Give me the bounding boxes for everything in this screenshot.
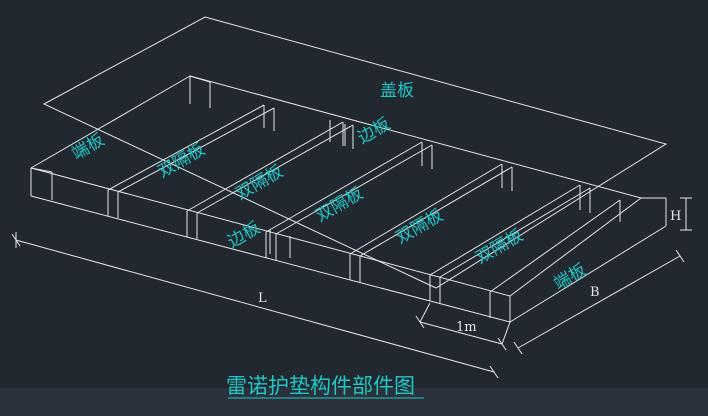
dimension-height-label: H bbox=[670, 209, 681, 224]
label-partition-4: 双隔板 bbox=[393, 206, 447, 249]
label-lid: 盖板 bbox=[380, 81, 414, 101]
box-right-bottom-edge bbox=[509, 225, 667, 323]
partition-2 bbox=[186, 121, 354, 239]
partition-1 bbox=[107, 104, 275, 218]
bottom-toolbar-strip bbox=[0, 388, 708, 416]
partition-3 bbox=[265, 141, 433, 260]
dimension-cell bbox=[415, 302, 511, 351]
label-partition-5: 双隔板 bbox=[473, 226, 527, 269]
dimension-width-label: B bbox=[590, 285, 600, 300]
partition-5 bbox=[429, 184, 591, 303]
label-partition-1: 双隔板 bbox=[155, 140, 209, 183]
box-back-top-edge bbox=[189, 75, 642, 199]
box-inner-back-edge bbox=[189, 75, 211, 83]
dimension-cell-label: 1m bbox=[456, 320, 477, 335]
dimension-height bbox=[680, 197, 692, 231]
box-right-top-edge bbox=[509, 197, 642, 297]
box-left-top-edge bbox=[30, 75, 191, 169]
label-side-back: 边板 bbox=[355, 114, 394, 148]
box-left-inner-top bbox=[30, 167, 53, 173]
dimension-length-label: L bbox=[258, 291, 267, 306]
label-end-left: 端板 bbox=[69, 130, 108, 164]
dimension-length bbox=[11, 232, 499, 379]
partition-4 bbox=[349, 163, 513, 282]
label-end-right: 端板 bbox=[551, 260, 590, 294]
diagram-title: 雷诺护垫构件部件图 bbox=[226, 374, 415, 398]
dimension-width bbox=[513, 249, 685, 355]
right-end-inner bbox=[489, 199, 621, 293]
label-partition-2: 双隔板 bbox=[233, 162, 287, 205]
label-side-front: 边板 bbox=[225, 218, 264, 252]
lid-outline bbox=[42, 16, 668, 289]
